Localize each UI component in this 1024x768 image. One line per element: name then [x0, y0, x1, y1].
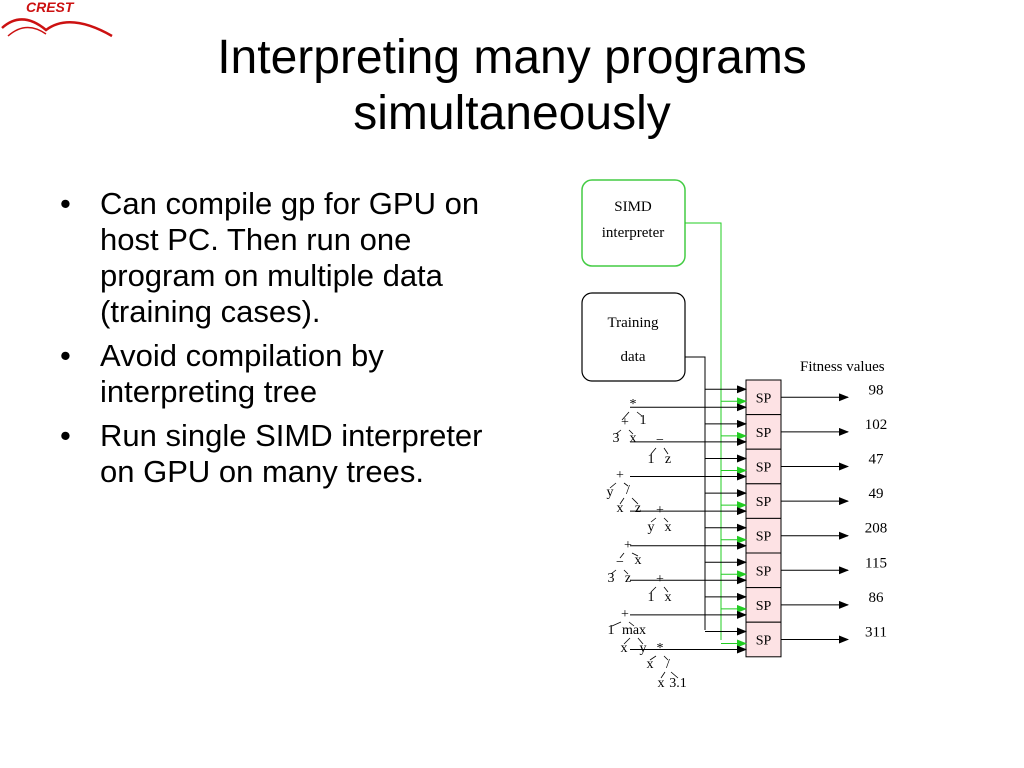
crest-logo: CREST — [1, 0, 113, 38]
tree-node: 3 — [608, 571, 615, 586]
tree-node: 1 — [608, 623, 615, 638]
sp-label: SP — [756, 391, 772, 406]
tree-node: / — [626, 483, 630, 498]
logo-swoosh-small — [7, 26, 47, 37]
tree-branch — [631, 497, 639, 505]
tree-branch — [619, 497, 625, 505]
tree-node: max — [622, 623, 646, 638]
sp-cell — [745, 414, 782, 450]
tree-node: x — [665, 590, 672, 605]
simd-diagram: SIMD interpreter Training data Fitness v… — [581, 179, 888, 691]
simd-box-line2: interpreter — [602, 225, 664, 241]
fitness-value: 98 — [869, 382, 884, 398]
tree-branch — [636, 411, 643, 417]
training-line — [685, 356, 706, 630]
tree-branch — [628, 429, 634, 435]
tree-branch — [649, 655, 657, 661]
tree-node: − — [656, 433, 664, 448]
logo-swoosh — [1, 18, 113, 38]
training-box-line2: data — [621, 349, 646, 365]
tree-node: 1 — [648, 452, 655, 467]
bullet-item: Run single SIMD interpreter on GPU on ma… — [58, 418, 508, 490]
tree-node: x — [617, 501, 624, 516]
tree-branch — [663, 586, 669, 593]
tree-node: x — [635, 553, 642, 568]
tree-branch — [650, 586, 657, 593]
fitness-value: 208 — [865, 521, 888, 537]
tree-node: x — [658, 676, 665, 691]
tree-node: 1 — [640, 413, 647, 428]
tree-branch — [670, 671, 679, 679]
tree-branch — [637, 637, 644, 645]
tree-branch — [663, 447, 669, 455]
tree-branch — [611, 621, 622, 627]
training-box-line1: Training — [607, 315, 659, 331]
tree-node: 1 — [648, 590, 655, 605]
sp-label: SP — [756, 495, 772, 510]
tree-branch — [609, 482, 617, 489]
tree-node: − — [616, 555, 624, 570]
tree-node: / — [666, 657, 670, 672]
tree-node: y — [648, 520, 655, 535]
fitness-value: 115 — [865, 555, 887, 571]
tree-branch — [623, 482, 629, 487]
tree-branch — [621, 411, 630, 421]
slide-title: Interpreting many programs simultaneousl… — [217, 31, 807, 140]
tree-node: y — [607, 485, 614, 500]
tree-node: 3.1 — [669, 676, 687, 691]
bullet-item: Can compile gp for GPU on host PC. Then … — [58, 186, 508, 330]
tree-node: + — [621, 415, 629, 430]
tree-node: x — [647, 657, 654, 672]
tree-node: 3 — [613, 431, 620, 446]
training-data-box — [581, 292, 686, 382]
bullet-item: Avoid compilation by interpreting tree — [58, 338, 508, 410]
sp-label: SP — [756, 634, 772, 649]
tree-branch — [663, 517, 669, 523]
tree-branch — [660, 671, 666, 679]
sp-label: SP — [756, 426, 772, 441]
tree-branch — [628, 621, 635, 627]
simd-interpreter-box — [581, 179, 686, 267]
fitness-value: 49 — [869, 486, 884, 502]
fitness-value: 86 — [869, 590, 885, 606]
simd-line — [685, 222, 722, 640]
fitness-value: 311 — [865, 625, 887, 641]
fitness-value: 102 — [865, 417, 888, 433]
tree-node: y — [640, 641, 647, 656]
tree-branch — [623, 569, 629, 575]
tree-node: + — [656, 503, 664, 518]
tree-node: x — [621, 641, 628, 656]
tree-node: x — [665, 520, 672, 535]
tree-branch — [650, 517, 657, 523]
tree-node: + — [621, 607, 629, 622]
sp-label: SP — [756, 530, 772, 545]
sp-label: SP — [756, 461, 772, 476]
simd-box-line1: SIMD — [614, 199, 652, 215]
tree-node: + — [656, 572, 664, 587]
tree-node: z — [625, 571, 631, 586]
tree-node: * — [657, 641, 664, 656]
tree-branch — [619, 552, 625, 559]
fitness-value: 47 — [869, 452, 885, 468]
tree-branch — [610, 569, 617, 575]
tree-branch — [631, 552, 639, 557]
fitness-values-label: Fitness values — [800, 359, 885, 375]
sp-label: SP — [756, 564, 772, 579]
tree-node: * — [630, 397, 637, 412]
tree-node: x — [630, 431, 637, 446]
connections — [630, 385, 849, 654]
tree-branch — [663, 655, 669, 661]
tree-node: + — [616, 468, 624, 483]
tree-node: z — [665, 452, 671, 467]
tree-branch — [650, 447, 657, 455]
sp-label: SP — [756, 599, 772, 614]
tree-branch — [623, 637, 631, 645]
logo-text: CREST — [26, 0, 75, 15]
tree-branch — [615, 429, 622, 435]
tree-node: z — [635, 501, 641, 516]
tree-node: + — [624, 538, 632, 553]
bullet-list: Can compile gp for GPU on host PC. Then … — [58, 186, 508, 498]
